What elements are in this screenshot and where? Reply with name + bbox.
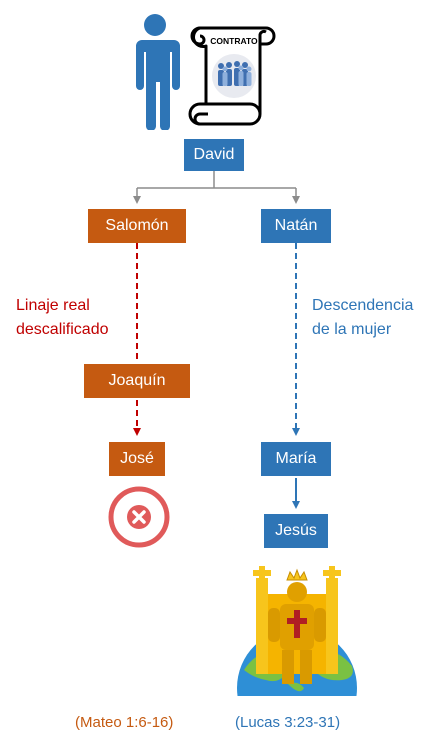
david-branch-connector [133, 171, 300, 204]
reference-lucas: (Lucas 3:23-31) [235, 714, 341, 731]
node-jose: José [109, 442, 165, 476]
disqualified-line1: Linaje real [16, 297, 90, 314]
disqualified-lineage-label: Linaje real descalificado [16, 294, 109, 342]
woman-descent-line2: de la mujer [312, 321, 392, 338]
contract-scroll-icon: CONTRATO [188, 26, 276, 126]
node-david: David [184, 139, 244, 171]
woman-descent-label: Descendencia de la mujer [312, 294, 413, 342]
node-jesus: Jesús [264, 514, 328, 548]
node-natan: Natán [261, 209, 331, 243]
woman-descent-line1: Descendencia [312, 297, 414, 314]
node-joaquin: Joaquín [84, 364, 190, 398]
node-salomon: Salomón [88, 209, 186, 243]
disqualified-line2: descalificado [16, 321, 109, 338]
cancel-x-icon [108, 486, 170, 548]
contract-label: CONTRATO [210, 36, 258, 46]
person-icon [136, 14, 180, 130]
king-on-throne-icon [237, 566, 357, 696]
node-maria: María [261, 442, 331, 476]
reference-mateo: (Mateo 1:6-16) [75, 714, 174, 731]
